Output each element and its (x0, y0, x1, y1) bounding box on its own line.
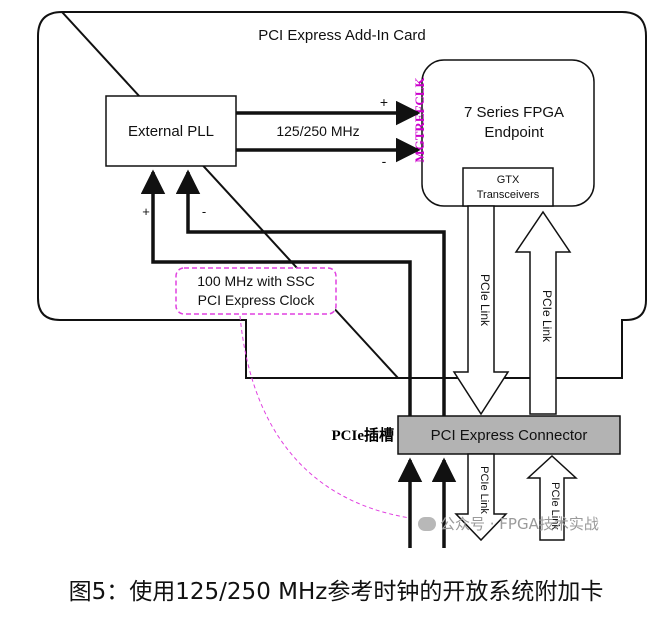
card-title: PCI Express Add-In Card (258, 27, 426, 44)
watermark-text: 公众号 · FPGA技术实战 (440, 515, 599, 533)
lower-pcie-link-up-arrow (526, 454, 578, 541)
pcie-link-down-arrow (452, 205, 510, 416)
pll-input-minus-sign: - (202, 204, 206, 219)
add-in-card-outline (37, 10, 647, 379)
clock-note-line1: 100 MHz with SSC (197, 273, 314, 289)
fpga-label-line2: Endpoint (484, 124, 544, 141)
clock-note-leader (239, 315, 411, 519)
pll-input-minus-wire (175, 169, 446, 420)
connector-label: PCI Express Connector (431, 427, 588, 444)
pcie-link-up-label: PCIe Link (540, 290, 554, 343)
clock-bus-minus-sign: - (382, 153, 387, 169)
external-pll-label: External PLL (128, 123, 214, 140)
clock-note-line2: PCI Express Clock (198, 292, 316, 308)
fpga-label-line1: 7 Series FPGA (464, 104, 564, 121)
pcie-link-down-label: PCIe Link (478, 274, 492, 327)
pll-input-plus-sign: + (142, 204, 150, 219)
pci-express-connector (397, 415, 621, 455)
gtx-label-line1: GTX (497, 174, 520, 186)
clock-note-box (175, 267, 337, 315)
diagram-svg: PCI Express Add-In Card External PLL 7 S… (37, 10, 647, 548)
lower-pcie-link-down-label: PCIe Link (478, 466, 490, 514)
lower-pcie-link-up-label: PCIe Link (549, 482, 561, 530)
pcie-link-up-arrow (514, 210, 572, 415)
pll-input-plus-wire (140, 169, 412, 420)
figure-caption: 图5：使用125/250 MHz参考时钟的开放系统附加卡 (68, 579, 604, 605)
external-pll-box (105, 95, 237, 167)
gtx-box (462, 167, 554, 207)
watermark: 公众号 · FPGA技术实战 (418, 513, 599, 534)
gtx-label-line2: Transceivers (477, 189, 540, 201)
slot-label: PCIe插槽 (332, 426, 395, 444)
clock-bus-freq-label: 125/250 MHz (276, 123, 359, 139)
lower-pcie-link-down-arrow (454, 453, 508, 542)
clock-bus-plus-sign: + (380, 94, 388, 110)
wechat-icon (418, 517, 436, 531)
